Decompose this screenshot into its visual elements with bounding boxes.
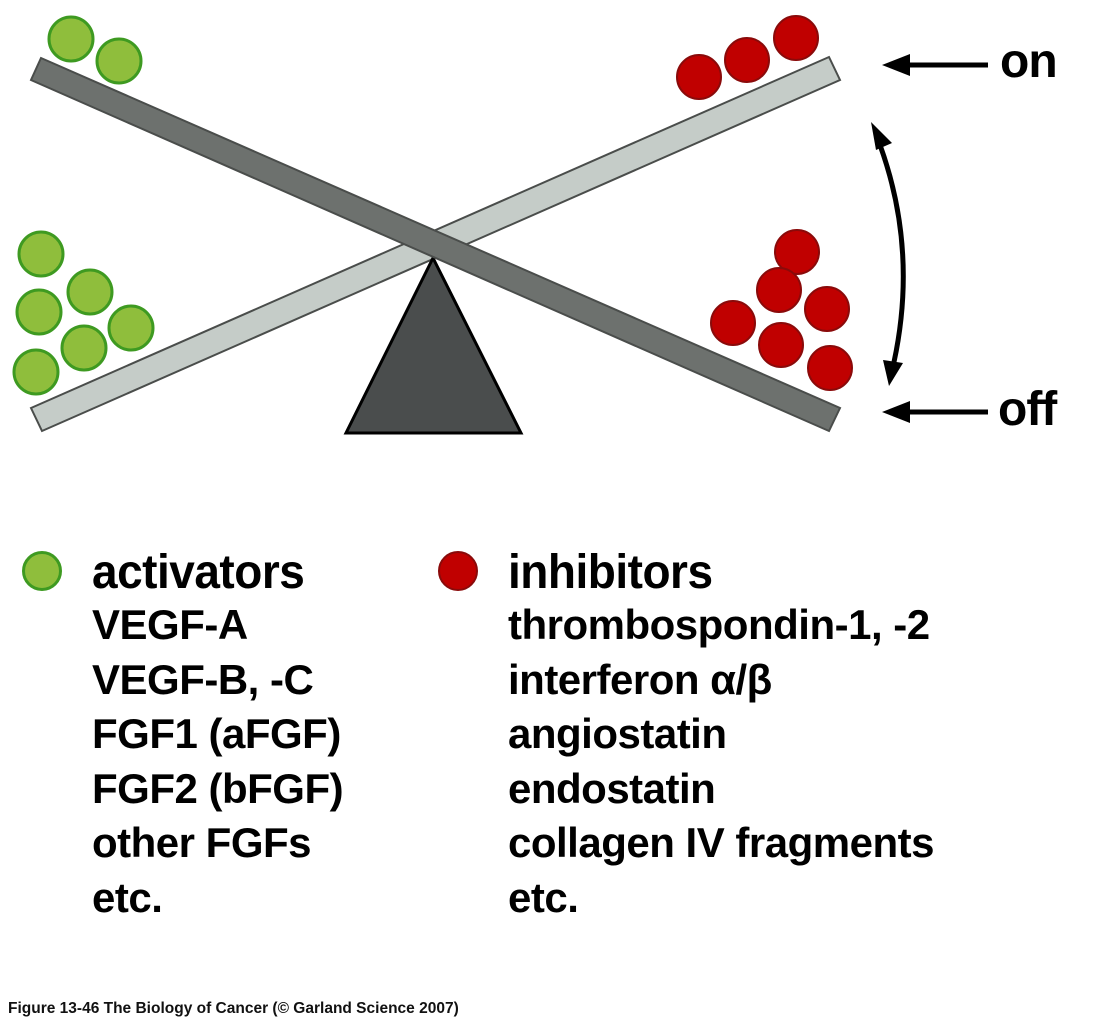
on-arrow-icon: [882, 54, 988, 76]
activator-ball: [60, 324, 108, 372]
activator-ball: [17, 230, 65, 278]
inhibitor-ball: [756, 267, 802, 313]
state-label-on: on: [1000, 35, 1058, 88]
activator-balls: [12, 15, 155, 396]
inhibitor-ball: [807, 345, 853, 391]
inhibitor-item: angiostatin: [508, 710, 727, 757]
activator-item: etc.: [92, 873, 163, 921]
inhibitor-ball: [710, 300, 756, 346]
inhibitor-ball: [773, 15, 819, 61]
legend-activators: activators VEGF-A VEGF-B, -C FGF1 (aFGF)…: [22, 543, 344, 925]
off-arrow-icon: [882, 401, 988, 423]
state-label-off: off: [998, 383, 1057, 436]
activator-item: VEGF-B, -C: [92, 655, 314, 703]
activator-ball: [66, 268, 114, 316]
legend-title-inhibitors: inhibitors: [508, 543, 713, 599]
activator-ball: [12, 348, 60, 396]
inhibitor-item: interferon α/β: [508, 655, 772, 703]
inhibitor-ball: [676, 54, 722, 100]
seesaw-diagram: [12, 15, 988, 435]
inhibitor-ball: [758, 322, 804, 368]
legend-title-activators: activators: [92, 543, 305, 599]
toggle-double-arrow-icon: [871, 122, 906, 386]
figure-caption: Figure 13-46 The Biology of Cancer (© Ga…: [8, 1000, 459, 1017]
inhibitor-ball: [724, 37, 770, 83]
activator-ball: [47, 15, 95, 63]
inhibitor-item: etc.: [508, 873, 579, 921]
green-circle-icon: [22, 551, 62, 591]
activator-item: FGF2 (bFGF): [92, 764, 344, 812]
inhibitor-ball: [804, 286, 850, 332]
inhibitor-ball: [774, 229, 820, 275]
activator-ball: [15, 288, 63, 336]
red-circle-icon: [438, 551, 478, 591]
beam-off-position: [29, 56, 842, 433]
pivot-triangle: [343, 254, 524, 435]
inhibitor-item: thrombospondin-1, -2: [508, 601, 930, 648]
activator-ball: [95, 37, 143, 85]
legend-inhibitors: inhibitors thrombospondin-1, -2 interfer…: [438, 543, 934, 925]
activator-ball: [107, 304, 155, 352]
inhibitor-balls: [676, 15, 853, 391]
inhibitor-item: endostatin: [508, 764, 716, 812]
activator-item: VEGF-A: [92, 601, 248, 648]
activator-item: other FGFs: [92, 819, 312, 866]
inhibitor-item: collagen IV fragments: [508, 819, 934, 866]
activator-item: FGF1 (aFGF): [92, 710, 341, 757]
